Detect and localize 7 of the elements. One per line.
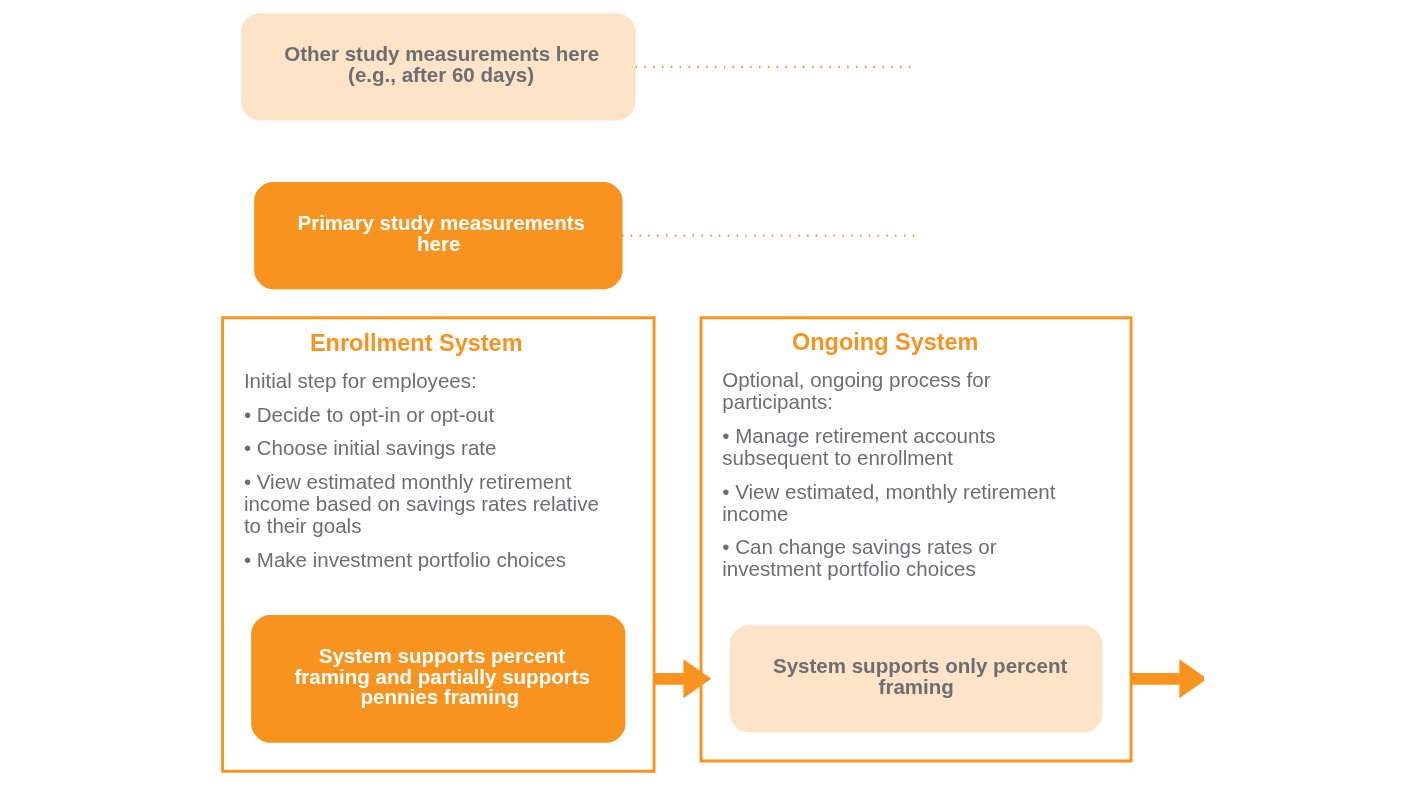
node-box: Primary study measurements here: [253, 182, 623, 290]
arrow: [1130, 659, 1204, 699]
node-box: Other study measurements here (e.g., after 60 days): [240, 13, 636, 121]
connector: [621, 234, 914, 237]
node-box: System supports only percent framing: [729, 625, 1102, 733]
node-box: System supports percent framing and partially supports pennies framing: [250, 614, 625, 743]
arrow: [653, 659, 711, 699]
